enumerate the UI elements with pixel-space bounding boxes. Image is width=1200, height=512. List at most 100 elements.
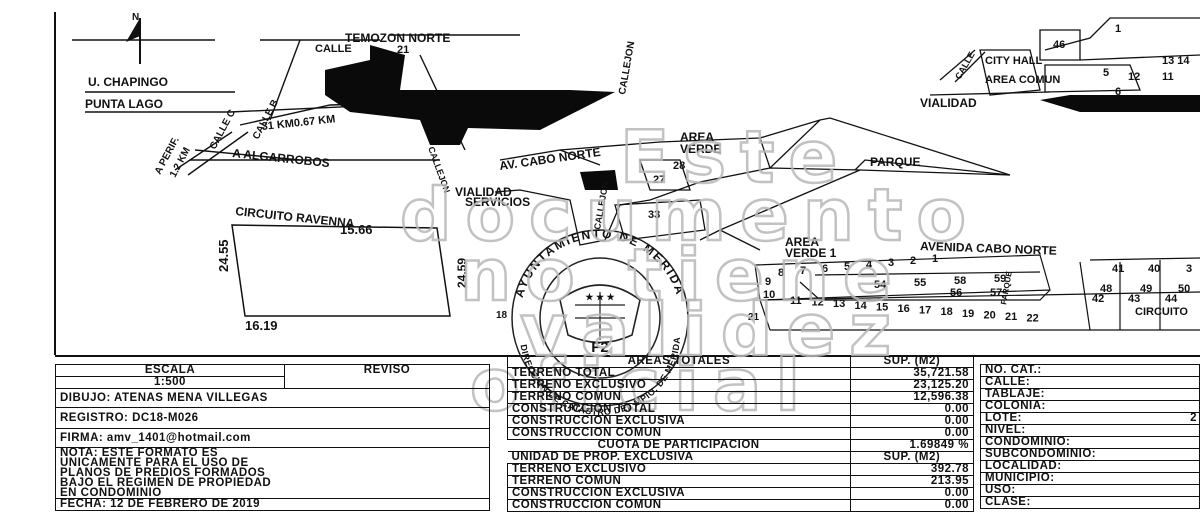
unit-label: CONSTRUCCION COMUN xyxy=(507,499,851,512)
svg-text:documento: documento xyxy=(400,173,980,257)
lot-number: 7 xyxy=(800,265,806,277)
lot-number: 15 xyxy=(876,301,888,313)
catastro-row: CALLE: xyxy=(980,376,1200,389)
lot-46: 46 xyxy=(1053,39,1065,51)
lot-number: 3 xyxy=(1186,263,1192,275)
lot-33: 33 xyxy=(648,209,660,221)
lot-number: 54 xyxy=(874,279,887,291)
lot-number: 16 xyxy=(898,303,910,315)
lot-number: 22 xyxy=(1027,313,1039,325)
street-calle: CALLE xyxy=(315,43,352,55)
catastro-field: USO: xyxy=(980,484,1200,497)
nota-line: UNICAMENTE PARA EL USO DE xyxy=(60,457,249,469)
lot-number: 59 xyxy=(994,273,1006,285)
lot-13-14: 13 14 xyxy=(1162,55,1190,67)
street-callejon-1: CALLEJON xyxy=(617,41,637,96)
catastro-field: COLONIA: xyxy=(980,400,1200,413)
catastro-row: COLONIA: xyxy=(980,400,1200,413)
label-city-hall: CITY HALL xyxy=(985,55,1043,67)
dimension-24-55: 24.55 xyxy=(216,239,231,272)
svg-text:Este: Este xyxy=(620,115,851,199)
lot-number: 48 xyxy=(1100,283,1112,295)
lot-number: 6 xyxy=(822,263,828,275)
area-label: CONSTRUCCION COMUN xyxy=(507,427,851,440)
area-label: CONSTRUCCION TOTAL xyxy=(507,403,851,416)
lot-number: 58 xyxy=(954,275,966,287)
catastro-field: CONDOMINIO: xyxy=(980,436,1200,449)
street-chapingo: U. CHAPINGO xyxy=(88,75,168,89)
unit-value: 392.78 xyxy=(849,463,975,476)
lot-number: 18 xyxy=(941,306,953,318)
dimension-24-59: 24.59 xyxy=(455,258,469,288)
nota-line: NOTA: ESTE FORMATO ES xyxy=(60,447,219,459)
lot-number: 21 xyxy=(1005,311,1017,323)
lot-number: 42 xyxy=(1092,293,1104,305)
street-avenida-cabo-norte: AVENIDA CABO NORTE xyxy=(920,239,1057,258)
unit-value: 213.95 xyxy=(849,475,975,488)
nota: NOTA: ESTE FORMATO ES UNICAMENTE PARA EL… xyxy=(55,447,490,499)
lot-9: 9 xyxy=(765,276,771,288)
area-verde-1a: AREA xyxy=(785,235,819,249)
unit-value: 0.00 xyxy=(849,487,975,500)
lot-number: 13 xyxy=(833,298,845,310)
lot-10: 10 xyxy=(763,289,775,301)
lot-6: 6 xyxy=(1115,86,1121,98)
escala-label: ESCALA xyxy=(55,364,285,377)
dimension-16-19: 16.19 xyxy=(245,318,278,333)
label-circuito-small: CIRCUITO xyxy=(1135,306,1188,318)
lot-number: 40 xyxy=(1148,263,1160,275)
calle-number: 21 xyxy=(397,44,409,56)
street-vialidad-right: VIALIDAD xyxy=(920,96,977,110)
catastro-field: LOCALIDAD: xyxy=(980,460,1200,473)
lot-number: 55 xyxy=(914,277,926,289)
unidad-label: UNIDAD DE PROP. EXCLUSIVA xyxy=(507,451,851,464)
area-value: 0.00 xyxy=(849,403,975,416)
street-av-cabo-norte: AV. CABO NORTE xyxy=(498,145,601,173)
north-label: N xyxy=(132,12,139,23)
lot-12: 12 xyxy=(1128,71,1140,83)
area-value: 0.00 xyxy=(849,427,975,440)
street-punta-lago: PUNTA LAGO xyxy=(85,97,163,111)
fecha: FECHA: 12 DE FEBRERO DE 2019 xyxy=(55,498,490,511)
unit-label: TERRENO COMUN xyxy=(507,475,851,488)
info-table: ESCALA REVISO 1:500 DIBUJO: ATENAS MENA … xyxy=(55,364,490,511)
lot-lone-21: 21 xyxy=(748,312,760,323)
catastro-field: LOTE:2 xyxy=(980,412,1200,425)
lot-5: 5 xyxy=(1103,67,1109,79)
lot-number: 43 xyxy=(1128,293,1140,305)
nota-line: EN CONDOMINIO xyxy=(60,487,162,499)
area-label: CONSTRUCCION EXCLUSIVA xyxy=(507,415,851,428)
area-verde-top-b: VERDE xyxy=(680,142,721,156)
street-calle-c: CALLE C xyxy=(208,108,238,151)
catastro-row: CONDOMINIO: xyxy=(980,436,1200,449)
lot-lone-18: 18 xyxy=(496,310,508,321)
street-parque: PARQUE xyxy=(870,155,920,169)
lot-number: 17 xyxy=(919,305,931,317)
street-temozon-norte: TEMOZON NORTE xyxy=(345,31,450,45)
escala-value: 1:500 xyxy=(55,376,285,389)
unit-value: 0.00 xyxy=(849,499,975,512)
area-label: TERRENO TOTAL xyxy=(507,367,851,380)
street-servicios: SERVICIOS xyxy=(465,195,530,209)
lot-number: 8 xyxy=(778,267,784,279)
catastro-field: MUNICIPIO: xyxy=(980,472,1200,485)
lot-number: 2 xyxy=(910,255,916,267)
area-label: TERRENO EXCLUSIVO xyxy=(507,379,851,392)
street-vialidad: VIALIDAD xyxy=(455,185,512,199)
lot-28: 28 xyxy=(673,160,685,172)
nota-line: BAJO EL REGIMEN DE PROPIEDAD xyxy=(60,477,272,489)
catastro-row: USO: xyxy=(980,484,1200,497)
cuota-value: 1.69849 % xyxy=(849,439,975,452)
lot-outline xyxy=(231,224,451,317)
